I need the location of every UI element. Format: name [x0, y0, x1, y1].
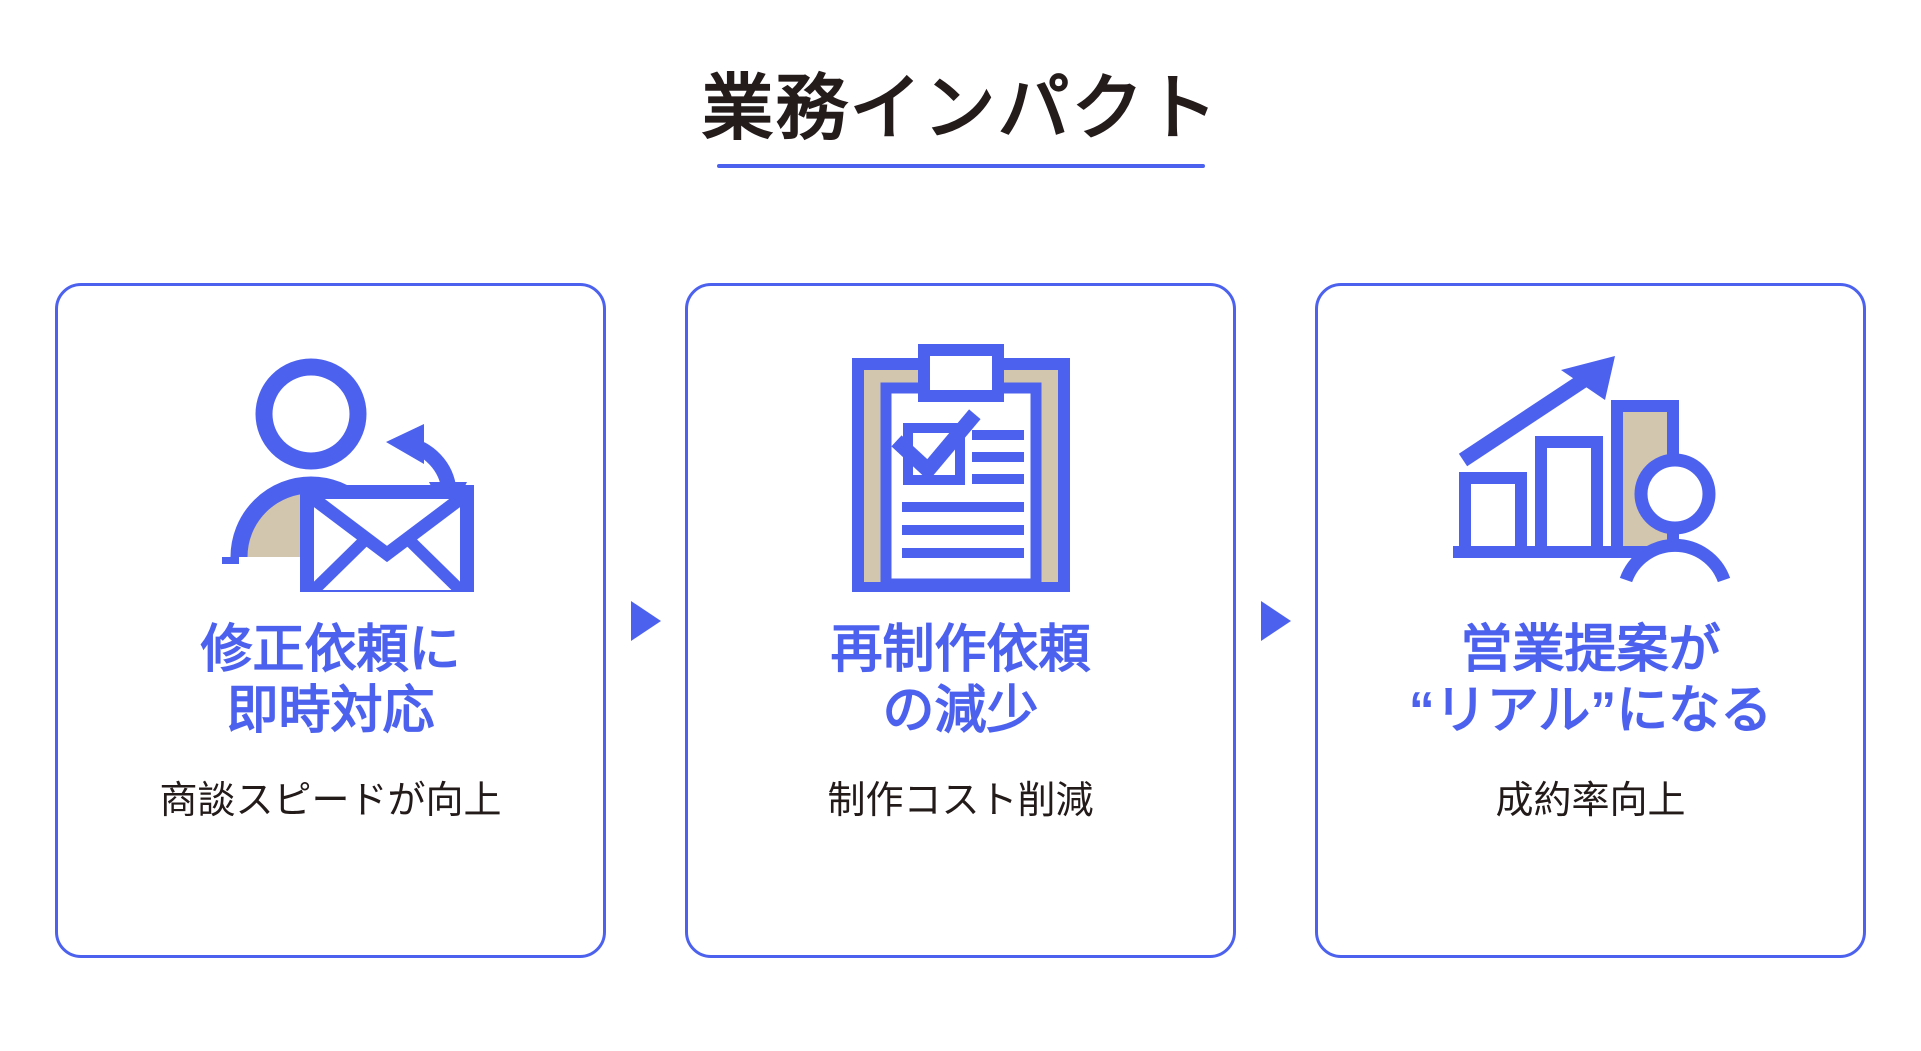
impact-cards-row: 修正依頼に 即時対応 商談スピードが向上: [0, 283, 1921, 958]
impact-card-1-heading: 修正依頼に 即時対応: [200, 621, 461, 741]
page-title: 業務インパクト: [701, 69, 1220, 149]
title-underline: [716, 163, 1205, 168]
impact-card-3[interactable]: 営業提案が “リアル”になる 成約率向上: [1315, 283, 1866, 958]
person-reply-mail-icon: [58, 332, 603, 602]
impact-card-2-subtitle: 制作コスト削減: [827, 779, 1094, 822]
growth-chart-person-icon: [1318, 332, 1863, 602]
impact-card-2[interactable]: 再制作依頼 の減少 制作コスト削減: [685, 283, 1236, 958]
impact-card-2-heading: 再制作依頼 の減少: [830, 621, 1091, 741]
clipboard-checklist-icon: [688, 332, 1233, 602]
triangle-right-icon: [630, 600, 661, 641]
triangle-right-icon: [1260, 600, 1291, 641]
impact-card-1[interactable]: 修正依頼に 即時対応 商談スピードが向上: [55, 283, 606, 958]
connector-arrow-2: [1236, 283, 1315, 958]
connector-arrow-1: [606, 283, 685, 958]
page-title-block: 業務インパクト: [0, 69, 1921, 168]
impact-card-3-heading: 営業提案が “リアル”になる: [1408, 621, 1773, 741]
impact-card-3-subtitle: 成約率向上: [1495, 779, 1686, 822]
impact-card-1-subtitle: 商談スピードが向上: [159, 779, 502, 822]
